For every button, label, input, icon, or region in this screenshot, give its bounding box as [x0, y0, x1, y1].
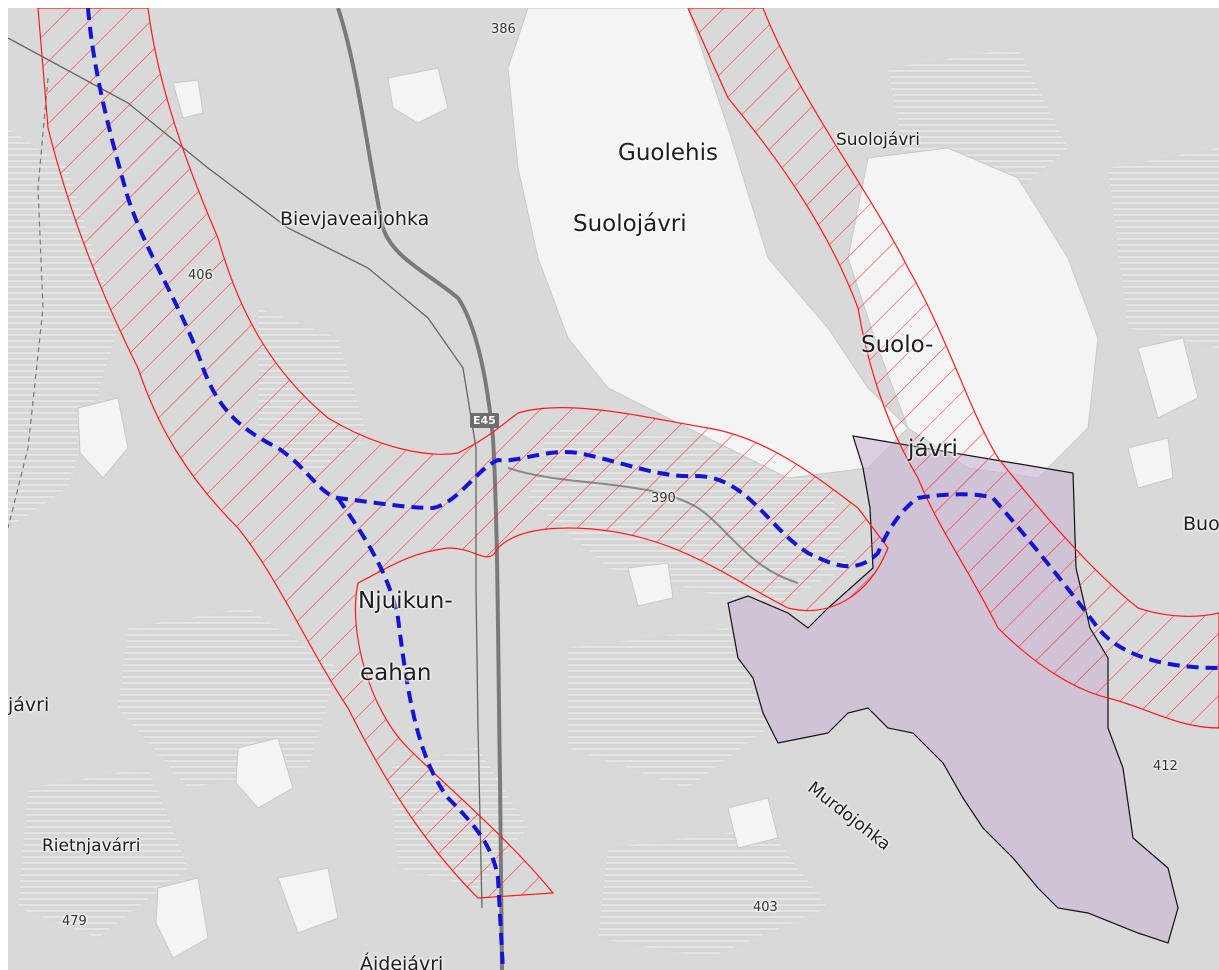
label-guolehis: Guolehis [618, 140, 718, 166]
elevation-406: 406 [188, 268, 213, 283]
elevation-479: 479 [62, 914, 87, 929]
label-bievjaveaijohka: Bievjaveaijohka [280, 208, 430, 230]
label-rietnjavarri: Rietnjavárri [42, 836, 141, 856]
label-njuikun: Njuikun- [358, 588, 453, 614]
label-suolo: Suolo- [861, 332, 934, 358]
label-buo: Buo [1183, 513, 1219, 535]
e45-road [336, 8, 504, 970]
elevation-403: 403 [753, 900, 778, 915]
boundary-dashed [8, 77, 49, 529]
elevation-386: 386 [491, 22, 516, 37]
corridor-zones[interactable] [37, 8, 1219, 899]
label-aidejavri: Áidejávri [360, 953, 444, 970]
elevation-412: 412 [1153, 759, 1178, 774]
lakes [77, 8, 1199, 959]
label-javri-part: jávri [908, 436, 958, 462]
label-eahan: eahan [360, 660, 432, 686]
route-line-south [336, 496, 505, 970]
map-graphics [8, 8, 1219, 970]
map-canvas[interactable]: E45 Guolehis Suolojávri Suolojávri Bievj… [8, 8, 1219, 970]
label-javri-left: jávri [8, 694, 50, 716]
label-suolojavri-small: Suolojávri [836, 130, 921, 150]
e45-road-shield: E45 [470, 413, 499, 428]
elevation-390: 390 [651, 491, 676, 506]
label-suolojavri-main: Suolojávri [573, 211, 687, 237]
